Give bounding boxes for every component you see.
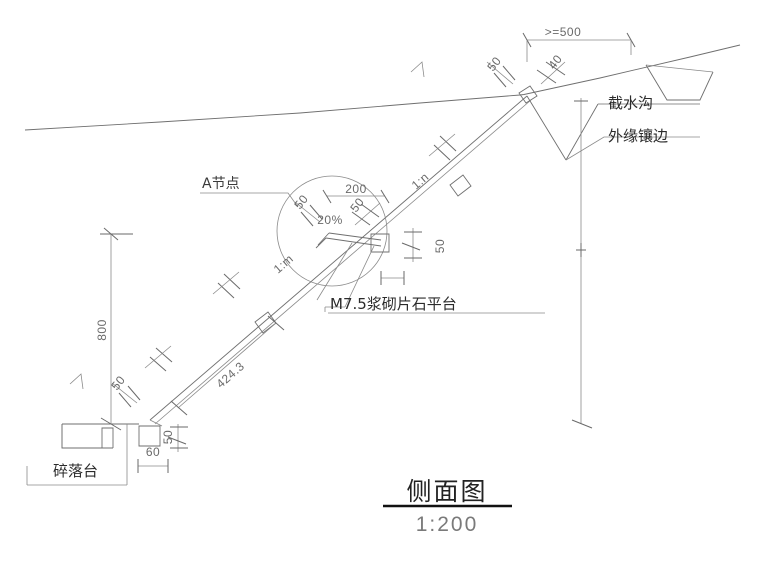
label-slope-length-424: 424.3	[214, 359, 248, 391]
dimension-ditch-40	[536, 61, 566, 85]
node-a-leader	[200, 192, 299, 208]
label-slope-ratio-lower: 1:m	[271, 252, 296, 277]
label-debris-bench: 碎落台	[53, 462, 98, 480]
label-bench-width-60: 60	[146, 445, 160, 459]
dimension-detail-200	[322, 189, 390, 204]
right-vertical-reference	[571, 98, 593, 429]
slope-platform-marker-upper	[449, 174, 472, 197]
dimension-slope-length	[170, 315, 285, 416]
label-slope-ratio-upper: 1:n	[409, 170, 432, 192]
dimension-detail-left-50	[294, 201, 323, 227]
label-detail-slope-20pct: 20%	[317, 213, 343, 227]
intercepting-ditch-detail	[518, 64, 714, 161]
ground-marker-caret	[410, 61, 425, 78]
label-bench-height-50: 50	[161, 430, 175, 444]
label-edge-trim: 外缘镶边	[608, 127, 668, 145]
label-detail-left-50: 50	[291, 192, 311, 212]
label-ditch-side-50: 50	[484, 54, 504, 74]
label-node-a: A节点	[202, 176, 240, 192]
dimension-under-circle	[380, 271, 405, 285]
dimension-detail-right-50	[351, 202, 381, 226]
toe-marker-caret	[69, 373, 84, 390]
label-block-50: 50	[433, 239, 447, 253]
label-left-50: 50	[108, 373, 128, 393]
dimension-crest-50	[486, 61, 516, 88]
bench-foot-block	[138, 419, 163, 447]
dimension-bench-50	[167, 424, 188, 452]
dimension-toe-ticks	[144, 345, 173, 372]
dimension-bench-60	[137, 459, 169, 473]
dimension-top-clearance	[522, 32, 636, 62]
drawing-title: 侧面图	[406, 477, 487, 506]
label-mortar-platform: M7.5浆砌片石平台	[330, 295, 457, 313]
label-height-800: 800	[95, 319, 109, 341]
label-ditch-depth-40: 40	[545, 52, 565, 72]
detail-circle-node-a	[276, 175, 388, 287]
label-detail-right-50: 50	[347, 195, 367, 215]
label-top-clearance: >=500	[545, 25, 582, 39]
dimension-left-50	[111, 382, 141, 408]
dimension-slope-mid-ticks	[428, 133, 457, 161]
debris-bench-geometry	[26, 423, 139, 486]
platform-label-leader	[324, 306, 545, 314]
dimension-slope-lower-ticks	[212, 271, 241, 299]
main-slope-face	[149, 95, 532, 425]
label-intercepting-ditch: 截水沟	[608, 94, 653, 112]
dimension-block-50	[401, 228, 422, 262]
label-detail-width-200: 200	[345, 182, 367, 196]
detail-platform-geometry	[315, 232, 390, 308]
label-leader-lines	[565, 103, 700, 161]
drawing-scale: 1:200	[416, 513, 479, 536]
